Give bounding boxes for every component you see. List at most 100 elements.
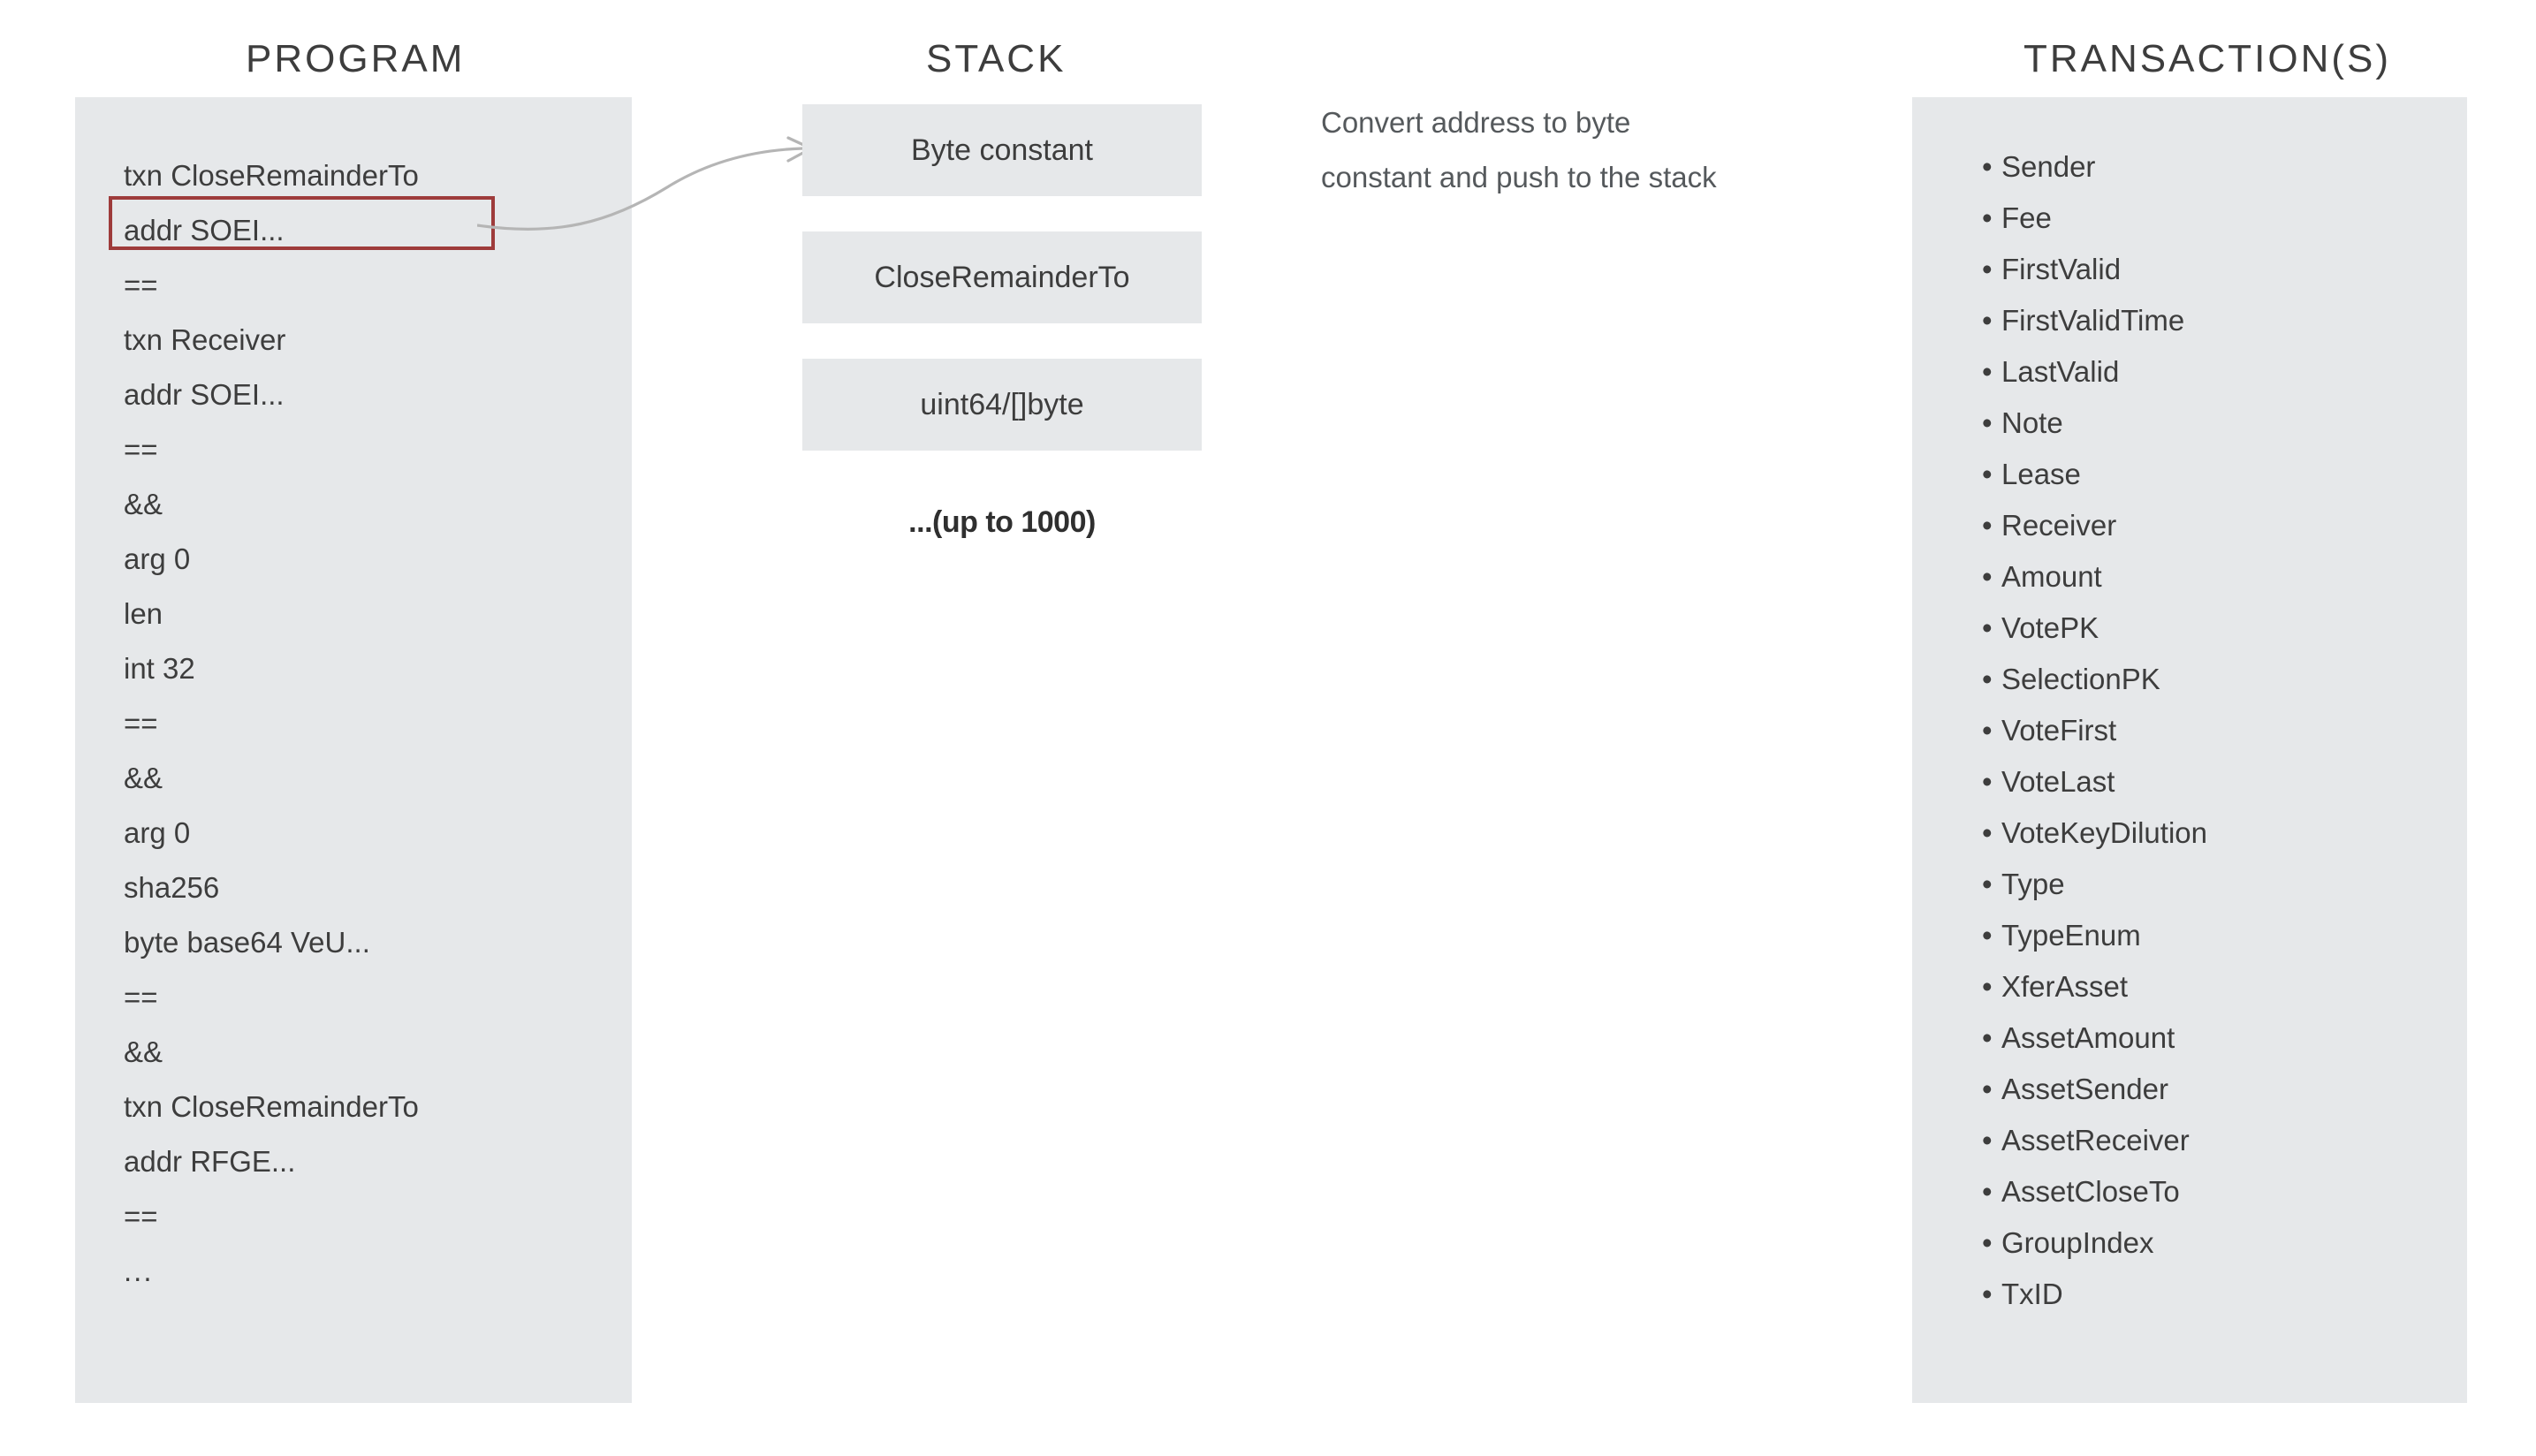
program-instruction-line: txn Receiver [124, 323, 286, 356]
transaction-field-item: •AssetCloseTo [1982, 1166, 2459, 1217]
transaction-field-item: •Receiver [1982, 500, 2459, 551]
transaction-field-label: SelectionPK [2001, 663, 2160, 695]
transaction-field-item: •AssetSender [1982, 1064, 2459, 1115]
program-instruction-list: txn CloseRemainderTo addr SOEI... == txn Re… [124, 148, 619, 1299]
program-instruction-line: byte base64 VeU... [124, 926, 370, 959]
transaction-field-label: XferAsset [2001, 970, 2129, 1003]
program-instruction-line: == [124, 433, 158, 466]
transaction-field-item: •VoteLast [1982, 756, 2459, 808]
transaction-field-item: •XferAsset [1982, 961, 2459, 1012]
stack-cell: Byte constant [802, 104, 1202, 196]
bullet-icon: • [1982, 355, 1993, 388]
program-instruction-line: sha256 [124, 871, 220, 904]
program-instruction-line: arg 0 [124, 816, 191, 849]
bullet-icon: • [1982, 1021, 1993, 1054]
annotation-line-1: Convert address to byte [1321, 106, 1631, 139]
bullet-icon: • [1982, 765, 1993, 798]
transaction-field-label: VotePK [2001, 611, 2099, 644]
bullet-icon: • [1982, 253, 1993, 285]
program-instruction-line: addr RFGE... [124, 1145, 296, 1178]
program-column-header: PROGRAM [246, 37, 466, 80]
transaction-field-label: AssetSender [2001, 1073, 2168, 1105]
transaction-field-label: FirstValid [2001, 253, 2122, 285]
stack-column-header: STACK [926, 37, 1067, 80]
transaction-field-label: FirstValidTime [2001, 304, 2185, 337]
transaction-field-item: •Sender [1982, 141, 2459, 193]
transaction-field-label: GroupIndex [2001, 1226, 2154, 1259]
program-instruction-line: == [124, 707, 158, 739]
bullet-icon: • [1982, 1226, 1993, 1259]
transaction-field-item: •FirstValid [1982, 244, 2459, 295]
program-instruction-line: txn CloseRemainderTo [124, 159, 419, 192]
program-instruction-line: len [124, 597, 163, 630]
stack-capacity-label: ...(up to 1000) [908, 505, 1096, 539]
program-panel [75, 97, 632, 1403]
transaction-field-item: •AssetAmount [1982, 1012, 2459, 1064]
bullet-icon: • [1982, 611, 1993, 644]
transaction-field-label: TypeEnum [2001, 919, 2141, 952]
transaction-field-item: •VotePK [1982, 603, 2459, 654]
transaction-field-label: Type [2001, 868, 2065, 900]
transaction-field-item: •Fee [1982, 193, 2459, 244]
transaction-field-item: •Note [1982, 398, 2459, 449]
transaction-field-item: •SelectionPK [1982, 654, 2459, 705]
program-instruction-line: addr SOEI... [124, 214, 285, 246]
transaction-field-label: Fee [2001, 201, 2052, 234]
annotation-line-2: constant and push to the stack [1321, 161, 1717, 193]
bullet-icon: • [1982, 509, 1993, 542]
transaction-field-item: •AssetReceiver [1982, 1115, 2459, 1166]
transaction-field-item: •LastValid [1982, 346, 2459, 398]
transaction-field-item: •Type [1982, 859, 2459, 910]
transaction-field-item: •GroupIndex [1982, 1217, 2459, 1269]
program-to-stack-arrow-icon [477, 136, 813, 231]
bullet-icon: • [1982, 1278, 1993, 1310]
program-instruction-line: && [124, 762, 163, 794]
stack-cell: CloseRemainderTo [802, 231, 1202, 323]
transaction-field-label: AssetCloseTo [2001, 1175, 2180, 1208]
transaction-field-label: VoteFirst [2001, 714, 2117, 747]
stack-cell: uint64/[]byte [802, 359, 1202, 451]
transaction-field-item: •VoteKeyDilution [1982, 808, 2459, 859]
bullet-icon: • [1982, 714, 1993, 747]
program-instruction-line: == [124, 1200, 158, 1232]
bullet-icon: • [1982, 406, 1993, 439]
transaction-field-label: AssetReceiver [2001, 1124, 2190, 1156]
transaction-field-item: •TypeEnum [1982, 910, 2459, 961]
bullet-icon: • [1982, 150, 1993, 183]
bullet-icon: • [1982, 1175, 1993, 1208]
program-instruction-line: addr SOEI... [124, 378, 285, 411]
transaction-field-item: •TxID [1982, 1269, 2459, 1320]
bullet-icon: • [1982, 663, 1993, 695]
bullet-icon: • [1982, 458, 1993, 490]
bullet-icon: • [1982, 919, 1993, 952]
program-instruction-line: && [124, 1035, 163, 1068]
transactions-panel [1912, 97, 2467, 1403]
program-instruction-line: arg 0 [124, 542, 191, 575]
transaction-field-label: VoteLast [2001, 765, 2115, 798]
program-instruction-line: int 32 [124, 652, 195, 685]
program-instruction-line: && [124, 488, 163, 520]
transactions-column-header: TRANSACTION(S) [2023, 37, 2391, 80]
transaction-field-label: VoteKeyDilution [2001, 816, 2207, 849]
transaction-field-item: •FirstValidTime [1982, 295, 2459, 346]
annotation-text: Convert address to byte constant and pus… [1321, 95, 1851, 205]
transaction-field-label: LastValid [2001, 355, 2120, 388]
bullet-icon: • [1982, 560, 1993, 593]
transaction-field-label: Note [2001, 406, 2063, 439]
bullet-icon: • [1982, 1073, 1993, 1105]
transaction-field-item: •Amount [1982, 551, 2459, 603]
program-instruction-line: txn CloseRemainderTo [124, 1090, 419, 1123]
bullet-icon: • [1982, 970, 1993, 1003]
bullet-icon: • [1982, 816, 1993, 849]
transaction-field-list: •Sender•Fee•FirstValid•FirstValidTime•La… [1982, 141, 2459, 1320]
bullet-icon: • [1982, 868, 1993, 900]
transaction-field-label: TxID [2001, 1278, 2063, 1310]
transaction-field-label: Sender [2001, 150, 2096, 183]
bullet-icon: • [1982, 1124, 1993, 1156]
transaction-field-label: Amount [2001, 560, 2102, 593]
bullet-icon: • [1982, 304, 1993, 337]
program-instruction-line: == [124, 269, 158, 301]
transaction-field-item: •Lease [1982, 449, 2459, 500]
transaction-field-label: Lease [2001, 458, 2081, 490]
program-instruction-line: == [124, 981, 158, 1013]
